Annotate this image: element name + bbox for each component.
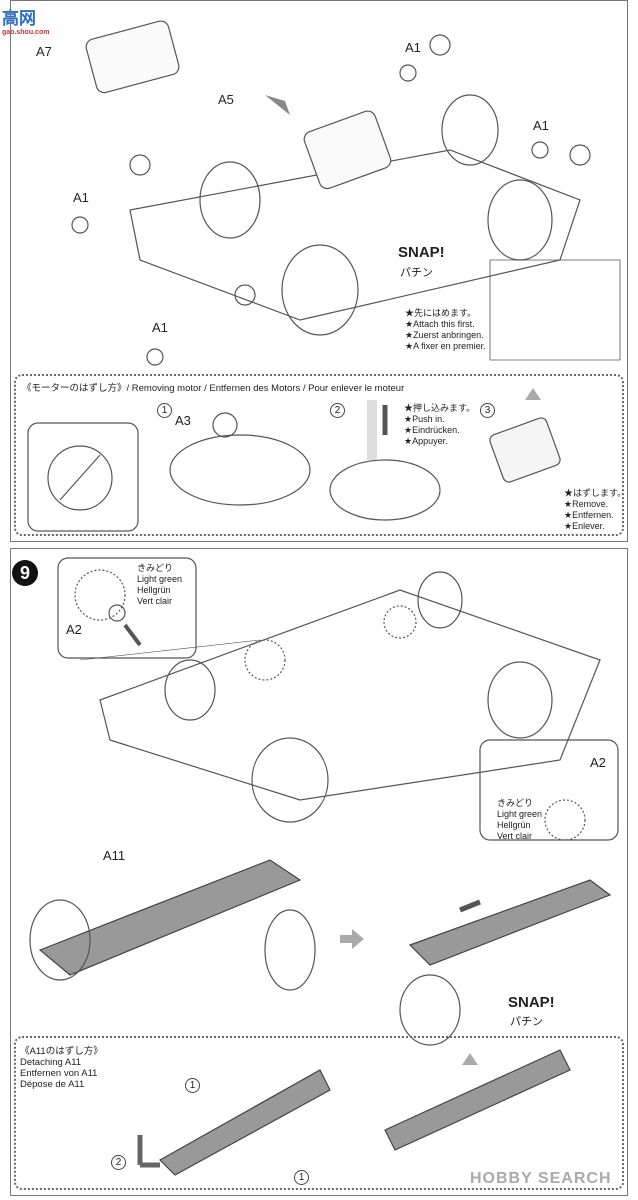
chassis-outline (99, 589, 601, 801)
snap-label-jp: パチン (400, 267, 433, 279)
wheel (251, 737, 329, 823)
step-number: 1 (157, 403, 172, 418)
part-label-a11: A11 (103, 848, 126, 863)
gear-inset-left (57, 557, 197, 659)
snap-label: SNAP! (398, 244, 445, 261)
a11-part (408, 879, 612, 966)
detaching-a11-box (14, 1036, 624, 1190)
wheel (487, 661, 553, 739)
wheel (487, 179, 553, 261)
part-label-a5: A5 (218, 92, 234, 107)
watermark: HOBBY SEARCH (470, 1170, 612, 1187)
push-in-note: ★押し込みます。★Push in.★Eindrücken.★Appuyer. (404, 403, 476, 446)
a11-part (159, 1069, 331, 1176)
a11-part (384, 1049, 571, 1151)
snap-label: SNAP! (508, 994, 555, 1011)
step-number: 1 (185, 1078, 200, 1093)
part-label-a3: A3 (175, 413, 191, 428)
wheel (281, 244, 359, 336)
part-label-a1: A1 (73, 190, 89, 205)
wheel (164, 659, 216, 721)
part-label-a2: A2 (590, 755, 606, 770)
part-label-a7: A7 (36, 44, 52, 59)
motor-small (85, 20, 180, 94)
step-number: 1 (294, 1170, 309, 1185)
step-number: 2 (330, 403, 345, 418)
arrow-icon (265, 95, 290, 115)
part-label-a1: A1 (152, 320, 168, 335)
motor (303, 110, 392, 190)
detail-frame (489, 259, 621, 361)
part-label-a1: A1 (405, 40, 421, 55)
removing-motor-box (14, 374, 624, 536)
step-number: 2 (111, 1155, 126, 1170)
gear (383, 605, 417, 639)
wheel (417, 571, 463, 629)
a11-part (38, 859, 302, 976)
step9-panel (10, 548, 628, 1196)
snap-label-jp: パチン (510, 1016, 543, 1028)
wheel (199, 161, 261, 239)
part-label-a2: A2 (66, 622, 82, 637)
gear (244, 639, 286, 681)
step8-panel (10, 0, 628, 542)
step-number: 3 (480, 403, 495, 418)
step-badge: 9 (12, 560, 38, 586)
remove-note: ★はずします。★Remove.★Entfernen.★Enlever. (564, 488, 627, 531)
wheel (441, 94, 499, 166)
detail-inset (27, 422, 139, 532)
gear-inset-right (479, 739, 619, 841)
attach-first-note: ★先にはめます。★Attach this first.★Zuerst anbri… (405, 308, 486, 351)
removing-motor-title: 《モーターのはずし方》/ Removing motor / Entfernen … (22, 383, 405, 394)
part-label-a1: A1 (533, 118, 549, 133)
